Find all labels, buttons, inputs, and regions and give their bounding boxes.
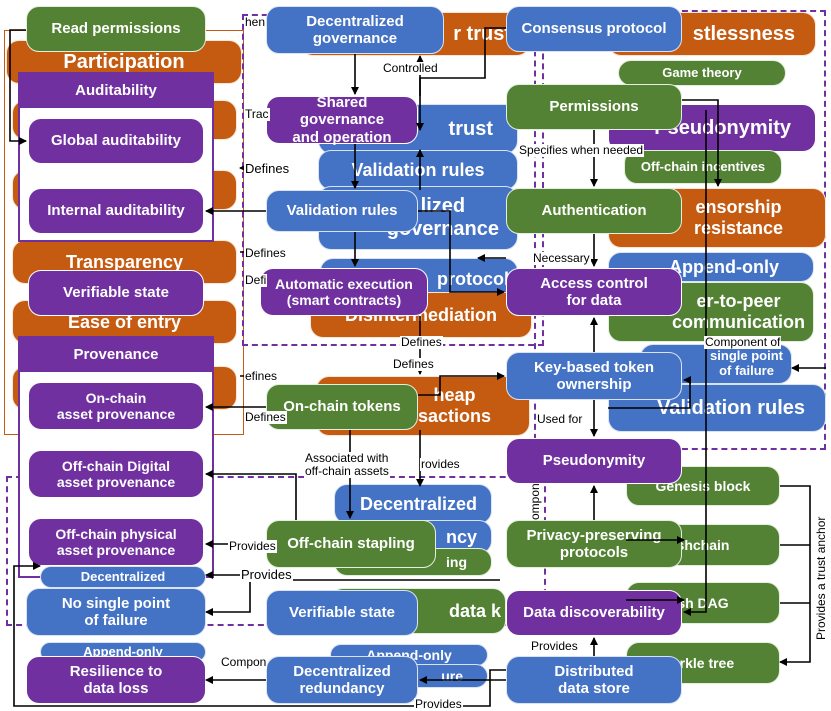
key-based-token-node[interactable]: Key-based token ownership xyxy=(506,352,682,400)
verifiable-state-left-node[interactable]: Verifiable state xyxy=(28,270,204,316)
edge-label-trac: Trac xyxy=(244,107,270,122)
edge-label-used-for: Used for xyxy=(536,412,584,427)
offchain-stapling-node[interactable]: Off-chain stapling xyxy=(266,520,436,568)
edge-label-defi: Defi xyxy=(244,273,268,288)
automatic-execution-node[interactable]: Automatic execution (smart contracts) xyxy=(260,268,428,316)
edge-label-provides-4: Provides xyxy=(530,639,579,654)
data-discoverability-node[interactable]: Data discoverability xyxy=(506,590,682,636)
edge-label-defines-5: Defines xyxy=(244,410,287,425)
edge-label-controlled: Controlled xyxy=(382,61,439,76)
privacy-preserving-node[interactable]: Privacy-preserving protocols xyxy=(506,520,682,568)
onchain-asset-provenance-node[interactable]: On-chain asset provenance xyxy=(28,382,204,430)
read-permissions-node[interactable]: Read permissions xyxy=(26,6,206,52)
pseudonymity-mid-node[interactable]: Pseudonymity xyxy=(506,438,682,484)
validation-rules-front-node[interactable]: Validation rules xyxy=(266,190,418,232)
access-control-node[interactable]: Access control for data xyxy=(506,268,682,316)
decentralized-left-node[interactable]: Decentralized xyxy=(40,566,206,588)
global-auditability-node[interactable]: Global auditability xyxy=(28,118,204,164)
edge-label-efines: efines xyxy=(244,369,279,384)
edge-label-provides-5: Provides xyxy=(414,697,463,711)
provenance-header: Provenance xyxy=(18,336,214,372)
consensus-protocol-node[interactable]: Consensus protocol xyxy=(506,6,682,52)
edge-label-provides-1: rovides xyxy=(420,457,461,472)
validation-rules-back-node[interactable]: Validation rules xyxy=(318,150,518,190)
edge-label-defines-2: Defines xyxy=(244,246,287,261)
edge-label-compon-vertical: ompon xyxy=(528,483,542,520)
authentication-node[interactable]: Authentication xyxy=(506,188,682,234)
verifiable-state-bottom-node[interactable]: Verifiable state xyxy=(266,590,418,636)
resilience-node[interactable]: Resilience to data loss xyxy=(26,656,206,704)
edge-label-defines-4: Defines xyxy=(392,357,435,372)
shared-governance-node[interactable]: Shared governance and operation xyxy=(266,94,418,146)
permissions-node[interactable]: Permissions xyxy=(506,84,682,130)
onchain-tokens-node[interactable]: On-chain tokens xyxy=(266,384,418,430)
edge-label-provides-2: Provides xyxy=(228,539,277,554)
edge-label-component: Compon xyxy=(220,655,268,670)
edge-label-trust-anchor: Provides a trust anchor xyxy=(814,516,828,640)
edge-label-when: hen xyxy=(244,15,267,30)
offchain-incentives-node[interactable]: Off-chain incentives xyxy=(624,150,782,184)
edge-label-component-of: Component of xyxy=(704,335,782,350)
decentralized-redundancy-node[interactable]: Decentralized redundancy xyxy=(266,656,418,704)
decentralized-governance-top-node[interactable]: Decentralized governance xyxy=(266,6,444,54)
no-single-point-node[interactable]: No single point of failure xyxy=(26,588,206,636)
edge-label-defines-3: Defines xyxy=(400,335,443,350)
edge-trust-anchor xyxy=(779,485,811,666)
decentralized-mid-node[interactable]: Decentralized xyxy=(334,484,492,524)
internal-auditability-node[interactable]: Internal auditability xyxy=(28,188,204,234)
edge-label-necessary: Necessary xyxy=(532,251,591,266)
edge-label-defines-1: Defines xyxy=(244,161,291,177)
edge-label-associated: Associated with off-chain assets xyxy=(304,451,390,479)
edge-label-specifies: Specifies when needed xyxy=(518,143,645,158)
edge-label-provides-3: Provides xyxy=(240,567,293,583)
offchain-digital-provenance-node[interactable]: Off-chain Digital asset provenance xyxy=(28,450,204,498)
game-theory-node[interactable]: Game theory xyxy=(618,60,786,86)
distributed-data-store-node[interactable]: Distributed data store xyxy=(506,656,682,704)
offchain-physical-provenance-node[interactable]: Off-chain physical asset provenance xyxy=(28,518,204,566)
auditability-header: Auditability xyxy=(18,72,214,108)
